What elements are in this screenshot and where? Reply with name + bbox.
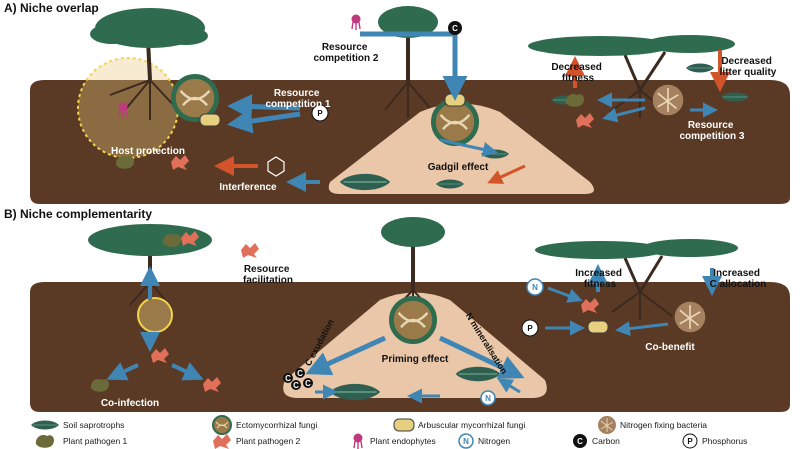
svg-text:Plant pathogen 2: Plant pathogen 2: [236, 436, 301, 446]
legend-item-soil-saprotrophs: Soil saprotrophs: [30, 420, 124, 430]
panel-a-arrows: [214, 31, 730, 192]
svg-text:Nitrogen fixing bacteria: Nitrogen fixing bacteria: [620, 420, 707, 430]
svg-text:Phosphorus: Phosphorus: [702, 436, 747, 446]
decreased-litter-quality-label: Decreased litter quality: [720, 56, 777, 78]
nitrogen-token-b1: N: [526, 278, 544, 296]
svg-text:C: C: [285, 374, 291, 383]
priming-effect-label: Priming effect: [382, 354, 449, 365]
panel-b-heading: B) Niche complementarity: [4, 207, 152, 221]
phosphorus-token-a: P: [311, 104, 329, 122]
panel-a-heading: A) Niche overlap: [4, 1, 99, 15]
panel-b-arrows: [106, 264, 722, 404]
host-protection-zone: [77, 57, 179, 159]
phosphorus-token-b: P: [521, 319, 539, 337]
gadgil-effect-label: Gadgil effect: [428, 162, 489, 173]
resource-facilitation-label: Resource facilitation: [243, 264, 293, 286]
co-benefit-label: Co-benefit: [645, 342, 695, 353]
legend: Soil saprotrophs Ectomycorrhizal fungi A…: [30, 415, 747, 449]
svg-text:C: C: [452, 24, 458, 33]
legend-item-nitrogen-fixing-bacteria: Nitrogen fixing bacteria: [597, 415, 707, 435]
svg-text:Arbuscular mycorrhizal fungi: Arbuscular mycorrhizal fungi: [418, 420, 525, 430]
svg-text:C: C: [293, 381, 299, 390]
tree-b-middle: [381, 217, 445, 322]
resource-competition-3-label: Resource competition 3: [679, 120, 744, 142]
svg-text:N: N: [485, 394, 491, 403]
svg-text:P: P: [527, 324, 533, 333]
interference-label: Interference: [219, 182, 277, 193]
compound-icon: [267, 156, 285, 177]
svg-text:Ectomycorrhizal fungi: Ectomycorrhizal fungi: [236, 420, 317, 430]
decreased-fitness-label: Decreased fitness: [551, 62, 604, 84]
host-protection-label: Host protection: [111, 146, 185, 157]
svg-text:N: N: [463, 437, 469, 446]
svg-text:C: C: [297, 369, 303, 378]
svg-text:N: N: [532, 283, 538, 292]
carbon-cluster-b: C C C C: [283, 368, 313, 390]
svg-text:P: P: [317, 109, 323, 118]
svg-text:Nitrogen: Nitrogen: [478, 436, 510, 446]
tree-left: [90, 8, 208, 120]
svg-text:Plant endophytes: Plant endophytes: [370, 436, 436, 446]
host-root-b: [137, 297, 173, 333]
svg-text:P: P: [687, 437, 693, 446]
resource-competition-1-label: Resource competition 1: [265, 88, 330, 110]
increased-fitness-label: Increased fitness: [575, 268, 624, 290]
carbon-token-a: C: [448, 21, 462, 35]
svg-text:C: C: [305, 379, 311, 388]
legend-item-plant-pathogen-1: Plant pathogen 1: [35, 434, 128, 448]
tree-b-right: [535, 239, 738, 320]
svg-text:C: C: [577, 437, 583, 446]
nitrogen-token-b2: N: [480, 390, 496, 406]
svg-text:Plant pathogen 1: Plant pathogen 1: [63, 436, 128, 446]
co-infection-label: Co-infection: [101, 398, 159, 409]
legend-item-nitrogen: N Nitrogen: [458, 433, 510, 449]
legend-item-phosphorus: P Phosphorus: [682, 433, 747, 449]
svg-text:Carbon: Carbon: [592, 436, 620, 446]
legend-item-ectomycorrhizal-fungi: Ectomycorrhizal fungi: [212, 415, 317, 435]
gadgil-zone: [328, 103, 594, 194]
legend-item-arbuscular-mycorrhizal-fungi: Arbuscular mycorrhizal fungi: [393, 418, 525, 432]
svg-text:Soil saprotrophs: Soil saprotrophs: [63, 420, 124, 430]
legend-item-carbon: C Carbon: [573, 434, 620, 448]
increased-c-allocation-label: Increased C allocation: [710, 268, 767, 290]
resource-competition-2-label: Resource competition 2: [313, 42, 378, 64]
tree-middle: [378, 6, 438, 118]
legend-item-plant-pathogen-2: Plant pathogen 2: [213, 434, 301, 449]
legend-item-plant-endophytes: Plant endophytes: [352, 432, 436, 449]
